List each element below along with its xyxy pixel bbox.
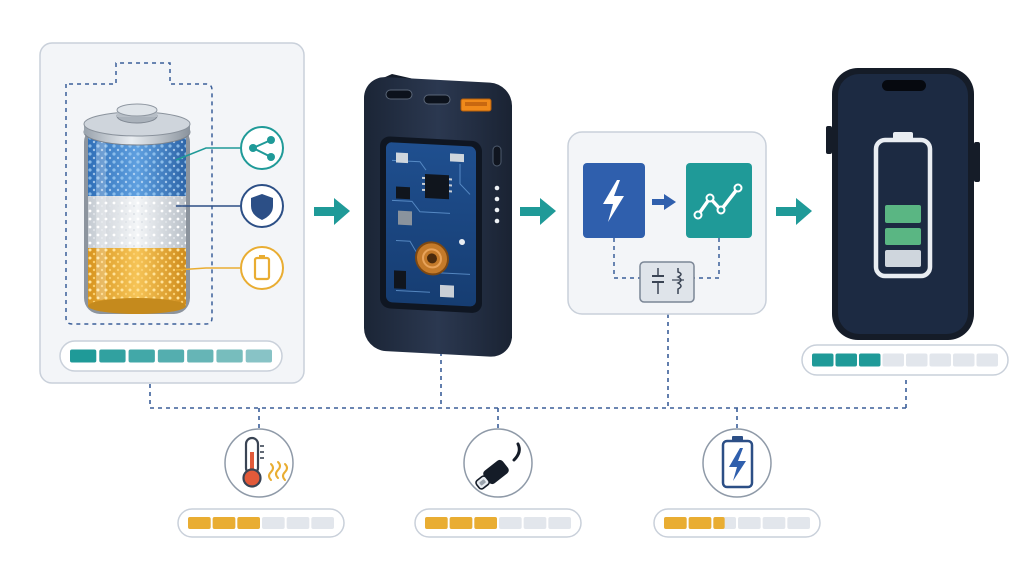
smartphone-gauge-segment [929,353,951,367]
battery-cell-gauge-segment-fill [99,349,126,363]
usb-c-port [423,94,451,105]
cable-gauge-segment-fill [474,517,497,529]
battery-cell-gauge-segment-fill [216,349,243,363]
charge-gauge-segment-fill [688,517,712,529]
temperature-gauge [177,508,345,538]
charge-gauge-segment-fill [664,517,687,529]
flow-arrow-1 [314,198,350,225]
battery-cell-gauge-segment-fill [187,349,214,363]
cable-gauge-segment-fill [449,517,473,529]
battery-cell-gauge-segment-fill [157,349,185,363]
factor-cable [414,428,582,538]
smartphone-gauge-segment [882,353,904,367]
battery-cell-gauge-segment-fill [245,349,272,363]
factor-connector-lines [149,314,907,428]
charge-gauge-segment [787,517,810,529]
temperature-gauge-segment-fill [212,517,236,529]
charge-gauge-track [653,508,821,538]
smartphone-gauge-segment-fill [835,353,857,367]
temperature-gauge-segment-fill [237,517,260,529]
factor-temperature [177,428,345,538]
thermometer-heat-icon [242,436,288,488]
smartphone-gauge-segment-fill [859,353,881,367]
lightning-icon [583,163,645,238]
temperature-gauge-segment [311,517,334,529]
battery-charging-icon [721,436,754,489]
smartphone-gauge-segment-fill [812,353,834,367]
charge-gauge [653,508,821,538]
temperature-gauge-segment [262,517,285,529]
battery-cell-illustration [83,103,191,314]
smartphone-gauge [801,344,1009,376]
battery-outline-icon [240,246,284,290]
smartphone-illustration [801,68,1009,376]
usb-a-port [460,98,492,112]
battery-cell-gauge [59,340,283,372]
capacitor-inductor-icon [639,261,695,303]
battery-outline-dashed [65,62,213,325]
temperature-gauge-segment [286,517,310,529]
temperature-gauge-track [177,508,345,538]
battery-cell-gauge-segment [245,349,272,363]
smartphone-gauge-segment [953,353,975,367]
factor-charging [653,428,821,538]
smartphone-gauge-segment [906,353,928,367]
flow-arrow-2 [520,198,556,225]
smartphone-gauge-track [801,344,1009,376]
share-nodes-icon [240,126,284,170]
cable-gauge [414,508,582,538]
cable-gauge-track [414,508,582,538]
power-converter-panel [567,131,767,315]
converter-loop-lines [613,238,720,279]
converter-arrow [652,194,676,210]
flow-arrow-3 [776,198,812,225]
cable-gauge-segment [548,517,571,529]
battery-cell-gauge-segment-fill [70,349,97,363]
smartphone-gauge-segment [976,353,998,367]
cable-gauge-segment [523,517,547,529]
battery-cell-gauge-segment-fill [128,349,155,363]
power-bank-illustration [364,74,512,357]
charge-gauge-segment-fill [713,517,725,529]
shield-icon [240,184,284,228]
phone-battery-icon [873,132,933,279]
battery-cell-panel [39,42,305,384]
battery-feature-leaders [175,147,240,271]
charge-gauge-segment [738,517,761,529]
trend-line-icon [686,163,752,238]
temperature-gauge-segment-fill [188,517,211,529]
circuit-board [386,142,476,307]
usb-c-port [385,89,413,100]
cable-gauge-segment-fill [425,517,448,529]
charge-gauge-segment [762,517,786,529]
usb-c-cable-icon [475,442,521,490]
cable-gauge-segment [499,517,522,529]
charge-leds [494,185,500,224]
